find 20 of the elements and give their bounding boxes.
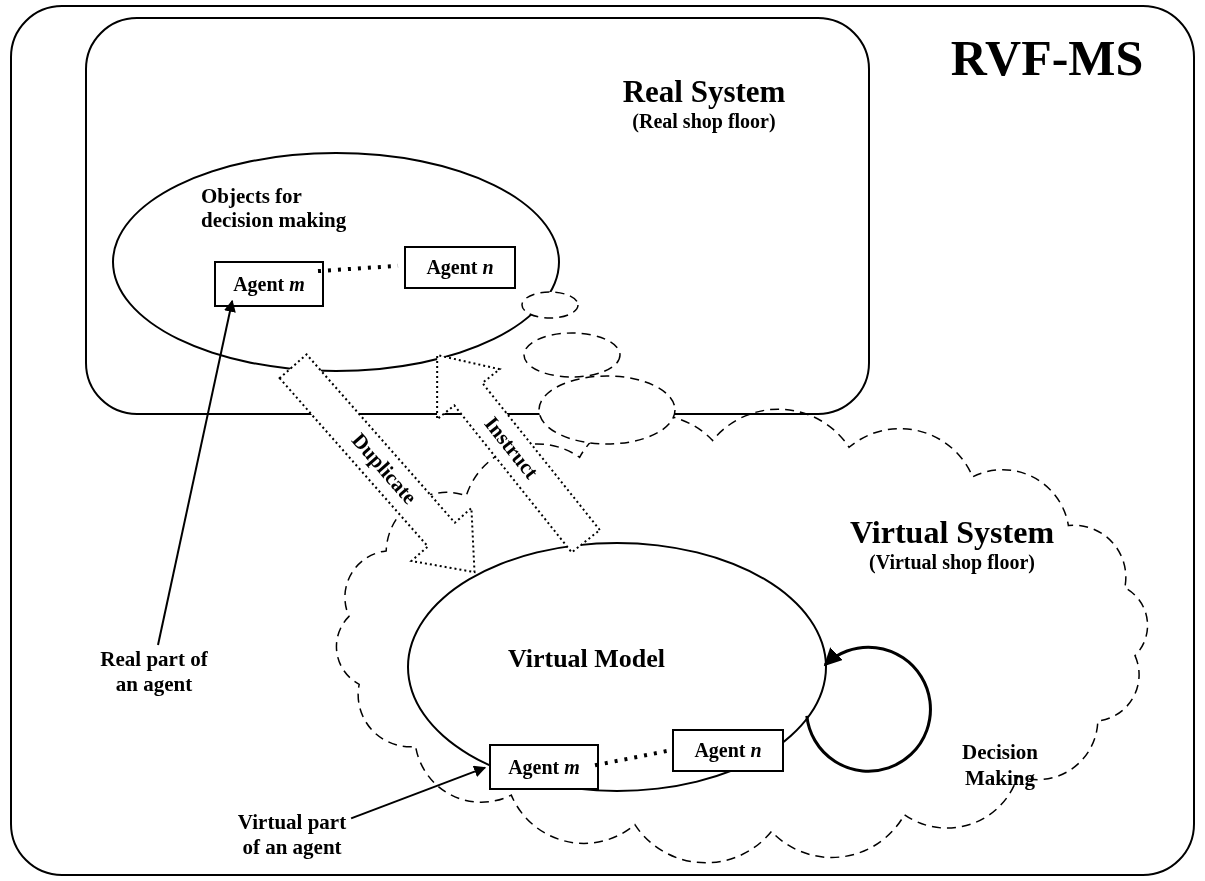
dotted-connector <box>594 748 669 768</box>
title-text: Virtual Model <box>507 644 666 674</box>
title-text: Objects for decision making <box>201 184 348 233</box>
agent-box: Agent m <box>489 744 599 790</box>
subtitle-text: (Virtual shop floor) <box>869 550 1035 574</box>
leader-arrow <box>350 765 487 820</box>
annotation-text: Virtual part of an agent <box>227 810 357 862</box>
cycle-arrow <box>805 645 932 773</box>
subtitle-text: (Real shop floor) <box>632 109 776 133</box>
leader-arrow <box>157 299 236 646</box>
agent-box: Agent n <box>404 246 516 289</box>
block-arrow <box>278 353 476 574</box>
agent-box: Agent n <box>672 729 784 772</box>
block-arrow <box>436 353 602 554</box>
title-text: Real System <box>622 74 786 110</box>
agent-box: Agent m <box>214 261 324 307</box>
edge-label: Decision Making <box>961 740 1039 791</box>
title-text: Virtual System <box>849 514 1055 551</box>
title-text: RVF-MS <box>950 30 1144 88</box>
annotation-text: Real part of an agent <box>94 647 214 709</box>
